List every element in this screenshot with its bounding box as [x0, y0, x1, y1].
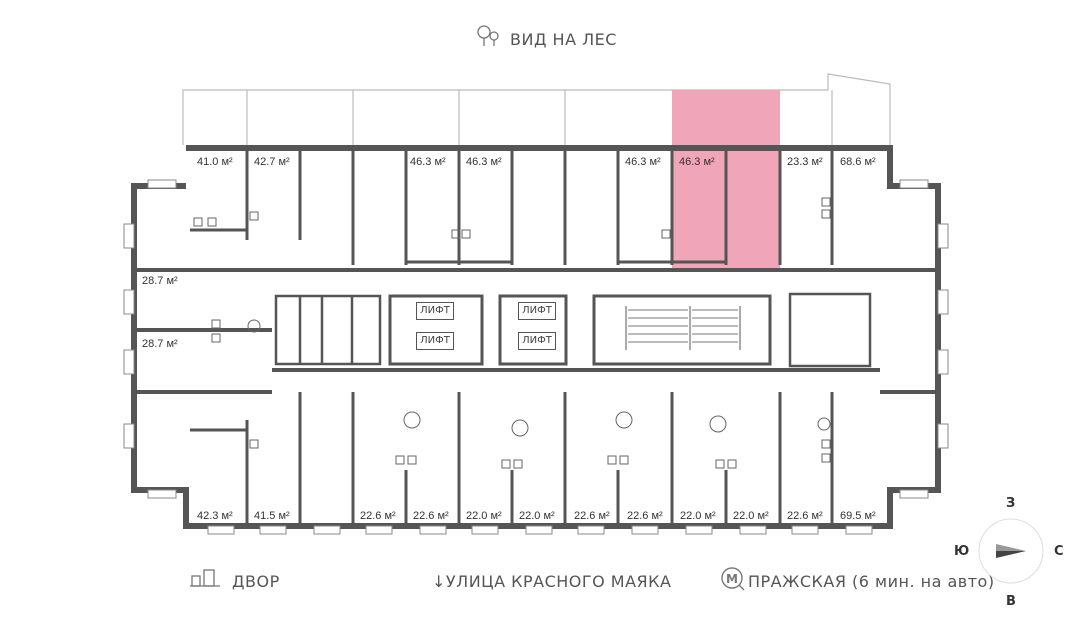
corridor-walls	[134, 268, 938, 394]
stair-treads	[628, 309, 738, 343]
unit-area-label[interactable]: 68.6 м²	[840, 156, 876, 168]
compass-east: С	[1054, 544, 1064, 559]
unit-area-label[interactable]: 22.6 м²	[627, 510, 663, 522]
lift-label: ЛИФТ	[416, 302, 454, 320]
unit-area-label[interactable]: 28.7 м²	[142, 338, 178, 350]
bottom-partitions	[190, 392, 834, 526]
balcony	[182, 73, 891, 145]
bathroom-fixtures	[193, 197, 831, 469]
tree-icon	[477, 25, 499, 46]
unit-area-label[interactable]: 46.3 м²	[466, 156, 502, 168]
lift-label: ЛИФТ	[416, 332, 454, 350]
svg-text:M: M	[726, 572, 738, 586]
unit-area-label[interactable]: 41.5 м²	[254, 510, 290, 522]
bottom-windows	[207, 525, 873, 535]
metro-label: ПРАЖСКАЯ (6 мин. на авто)	[748, 572, 995, 591]
yard-label: ДВОР	[232, 572, 280, 591]
street-label: ↓УЛИЦА КРАСНОГО МАЯКА	[432, 572, 672, 591]
unit-area-label[interactable]: 42.7 м²	[254, 156, 290, 168]
unit-area-label[interactable]: 22.0 м²	[466, 510, 502, 522]
unit-area-label[interactable]: 22.0 м²	[680, 510, 716, 522]
unit-area-label[interactable]: 69.5 м²	[840, 510, 876, 522]
windows	[123, 179, 949, 499]
compass-west: Ю	[954, 544, 970, 559]
unit-area-label[interactable]: 22.6 м²	[787, 510, 823, 522]
unit-area-label[interactable]: 46.3 м²	[410, 156, 446, 168]
unit-area-label[interactable]: 41.0 м²	[197, 156, 233, 168]
compass-north: З	[1006, 496, 1016, 511]
view-label: ВИД НА ЛЕС	[510, 30, 617, 49]
unit-area-label[interactable]: 42.3 м²	[197, 510, 233, 522]
unit-area-label[interactable]: 22.6 м²	[413, 510, 449, 522]
compass-arrow-icon	[978, 518, 1044, 584]
corridor-left-core	[274, 292, 872, 368]
lift-label: ЛИФТ	[518, 302, 556, 320]
top-partitions	[190, 148, 834, 265]
compass-south: В	[1006, 594, 1016, 609]
unit-area-label[interactable]: 22.0 м²	[519, 510, 555, 522]
yard-icon	[190, 569, 220, 587]
unit-area-label[interactable]: 22.6 м²	[574, 510, 610, 522]
metro-m-icon: M	[721, 567, 745, 591]
unit-area-label-highlighted[interactable]: 46.3 м²	[679, 156, 715, 168]
unit-area-label[interactable]: 28.7 м²	[142, 275, 178, 287]
compass: З Ю С В	[950, 490, 1070, 615]
unit-area-label[interactable]: 46.3 м²	[625, 156, 661, 168]
core	[388, 294, 772, 366]
unit-area-label[interactable]: 22.0 м²	[733, 510, 769, 522]
unit-area-label[interactable]: 22.6 м²	[360, 510, 396, 522]
lift-label: ЛИФТ	[518, 332, 556, 350]
unit-area-label[interactable]: 23.3 м²	[787, 156, 823, 168]
